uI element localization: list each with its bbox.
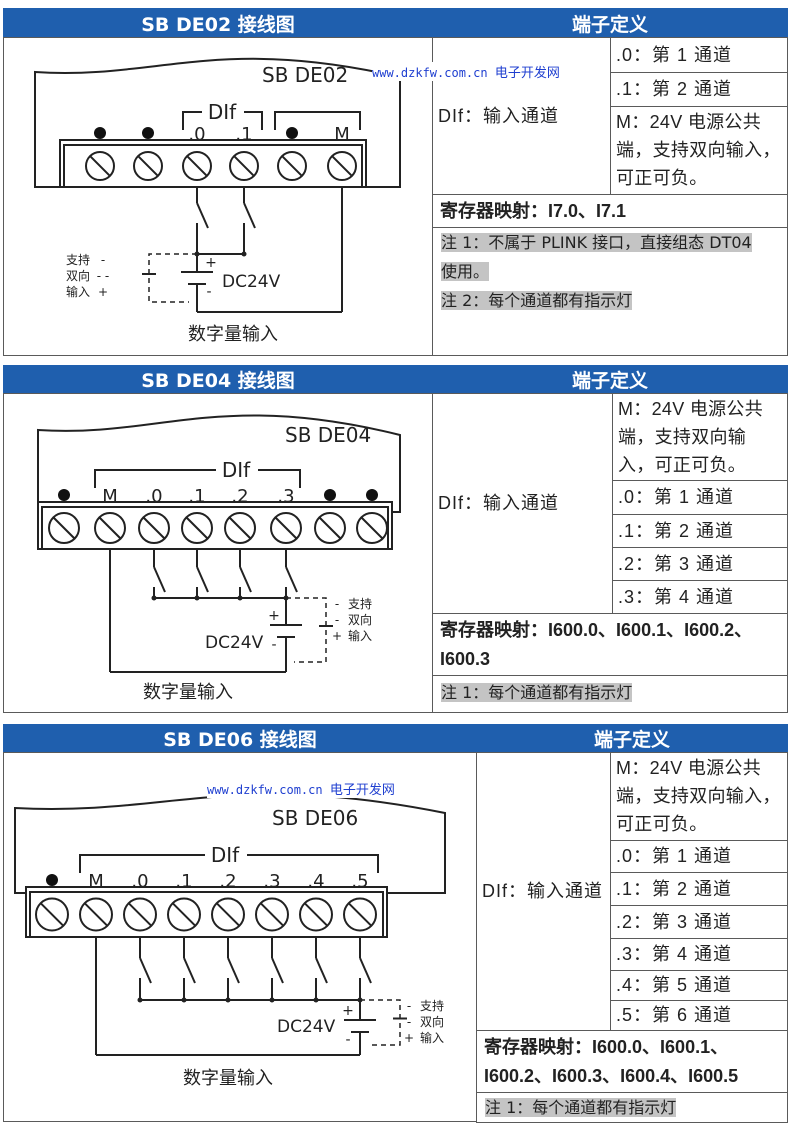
terminal-row: .4：第 5 通道 — [610, 970, 788, 1001]
group-definition: DIf：输入通道 — [476, 752, 611, 1031]
watermark-name: 电子开发网 — [494, 66, 560, 81]
note: 注 1：不属于 PLINK 接口，直接组态 DT04 — [441, 233, 752, 252]
terminal-row: .2：第 3 通道 — [610, 905, 788, 939]
wiring-diagram-cell — [3, 752, 477, 1122]
register-mapping: 寄存器映射：I600.0、I600.1、I600.2、I600.3 — [432, 613, 788, 676]
notes-cell: 注 1：每个通道都有指示灯 — [476, 1092, 788, 1123]
definition-header: 端子定义 — [476, 724, 788, 753]
wiring-diagram-cell — [3, 37, 433, 356]
watermark: www.dzkfw.com.cn 电子开发网 — [372, 62, 560, 81]
terminal-row: M：24V 电源公共端，支持双向输入，可正可负。 — [612, 393, 788, 481]
group-definition: DIf：输入通道 — [432, 37, 611, 195]
terminal-row: .3：第 4 通道 — [610, 938, 788, 971]
notes-cell: 注 1：每个通道都有指示灯 — [432, 675, 788, 713]
watermark-url: www.dzkfw.com.cn — [207, 783, 323, 797]
terminal-row: .0：第 1 通道 — [612, 480, 788, 515]
register-mapping: 寄存器映射：I600.0、I600.1、I600.2、I600.3、I600.4… — [476, 1030, 788, 1093]
diagram-header: SB DE06 接线图 — [3, 724, 477, 753]
watermark-url: www.dzkfw.com.cn — [372, 66, 488, 80]
terminal-row: .1：第 2 通道 — [610, 72, 788, 107]
terminal-row: .0：第 1 通道 — [610, 37, 788, 73]
definition-header: 端子定义 — [432, 8, 788, 38]
diagram-header: SB DE02 接线图 — [3, 8, 433, 38]
terminal-row: .0：第 1 通道 — [610, 840, 788, 873]
notes-cell: 注 1：不属于 PLINK 接口，直接组态 DT04 使用。注 2：每个通道都有指… — [432, 227, 788, 356]
group-definition: DIf：输入通道 — [432, 393, 613, 614]
watermark: www.dzkfw.com.cn 电子开发网 — [207, 779, 395, 798]
note: 注 2：每个通道都有指示灯 — [441, 291, 633, 310]
terminal-row: .2：第 3 通道 — [612, 547, 788, 581]
terminal-row: .3：第 4 通道 — [612, 580, 788, 614]
terminal-row: .1：第 2 通道 — [610, 872, 788, 906]
wiring-diagram-cell — [3, 393, 433, 713]
terminal-row: .1：第 2 通道 — [612, 514, 788, 548]
watermark-name: 电子开发网 — [329, 783, 395, 798]
terminal-row: M：24V 电源公共端，支持双向输入，可正可负。 — [610, 106, 788, 195]
register-mapping: 寄存器映射：I7.0、I7.1 — [432, 194, 788, 228]
terminal-row: .5：第 6 通道 — [610, 1000, 788, 1031]
note: 注 1：每个通道都有指示灯 — [441, 683, 633, 702]
terminal-row: M：24V 电源公共端，支持双向输入，可正可负。 — [610, 752, 788, 841]
note: 使用。 — [441, 262, 490, 281]
diagram-header: SB DE04 接线图 — [3, 365, 433, 394]
definition-header: 端子定义 — [432, 365, 788, 394]
note: 注 1：每个通道都有指示灯 — [485, 1098, 677, 1117]
